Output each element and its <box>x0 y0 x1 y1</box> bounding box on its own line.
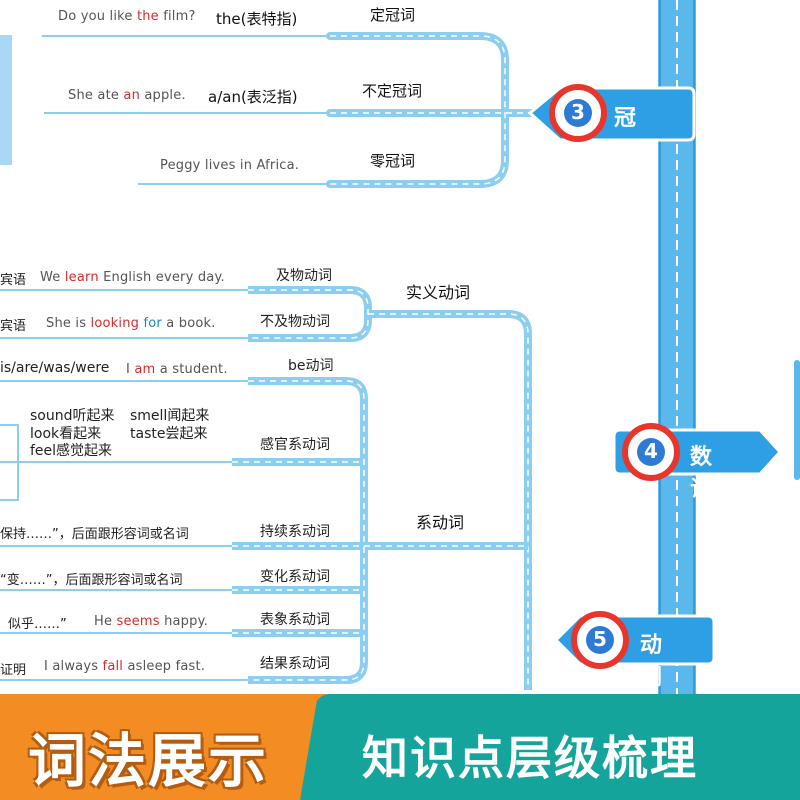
change-verb-label: 变化系动词 <box>260 569 330 585</box>
result-verb-example: I always fall asleep fast. <box>44 659 206 674</box>
appearance-verb-note: 似乎……” <box>8 617 67 632</box>
banner-divider <box>0 694 800 800</box>
badge-verbs-shape <box>553 611 716 669</box>
sense-word-look: look看起来 <box>30 426 102 442</box>
badge-number: 3 <box>571 100 585 124</box>
badge-title: 数词 <box>690 445 717 502</box>
indefinite-article-label: 不定冠词 <box>362 82 423 100</box>
transitive-lead: 宾语 <box>0 273 27 288</box>
sense-word-feel: feel感觉起来 <box>30 443 113 459</box>
continuing-verb-note: 保持……”，后面跟形容词或名词 <box>0 527 189 542</box>
sense-verb-label: 感官系动词 <box>260 437 330 453</box>
continuing-verb-label: 持续系动词 <box>260 524 330 540</box>
badge-title: 冠词 <box>614 106 641 163</box>
definite-article-example: Do you like the film? <box>58 9 196 24</box>
definite-article-form: the(表特指) <box>216 10 298 28</box>
intransitive-verb-label: 不及物动词 <box>260 314 330 330</box>
sense-word-smell: smell闻起来 <box>130 408 210 424</box>
transitive-verb-label: 及物动词 <box>276 268 332 284</box>
badge-numerals-shape <box>612 423 783 481</box>
indefinite-article-form: a/an(表泛指) <box>208 88 298 106</box>
be-verb-label: be动词 <box>288 358 334 374</box>
sense-word-taste: taste尝起来 <box>130 426 208 442</box>
badge-title: 动词 <box>640 633 667 690</box>
zero-article-label: 零冠词 <box>370 152 416 170</box>
sense-word-sound: sound听起来 <box>30 408 115 424</box>
appearance-verb-example: He seems happy. <box>94 614 208 629</box>
result-verb-label: 结果系动词 <box>260 656 330 672</box>
badge-number: 5 <box>593 627 607 651</box>
transitive-example: We learn English every day. <box>40 270 225 285</box>
banner-right-title: 知识点层级梳理 <box>362 731 698 785</box>
zero-article-example: Peggy lives in Africa. <box>160 158 300 173</box>
change-verb-note: “变……”，后面跟形容词或名词 <box>0 573 183 588</box>
intransitive-example: She is looking for a book. <box>46 316 216 331</box>
be-verb-example: I am a student. <box>126 362 228 377</box>
be-verb-forms: is/are/was/were <box>0 360 110 376</box>
result-verb-note: 证明 <box>0 663 27 678</box>
notional-verb-label: 实义动词 <box>406 283 471 302</box>
banner-left-title: 词法展示 <box>28 727 269 795</box>
indefinite-article-example: She ate an apple. <box>68 88 186 103</box>
intransitive-lead: 宾语 <box>0 319 27 334</box>
badge-articles-shape <box>527 84 696 142</box>
linking-verb-label: 系动词 <box>416 513 465 532</box>
definite-article-label: 定冠词 <box>370 6 416 24</box>
badge-number: 4 <box>644 439 658 463</box>
appearance-verb-label: 表象系动词 <box>260 612 330 628</box>
